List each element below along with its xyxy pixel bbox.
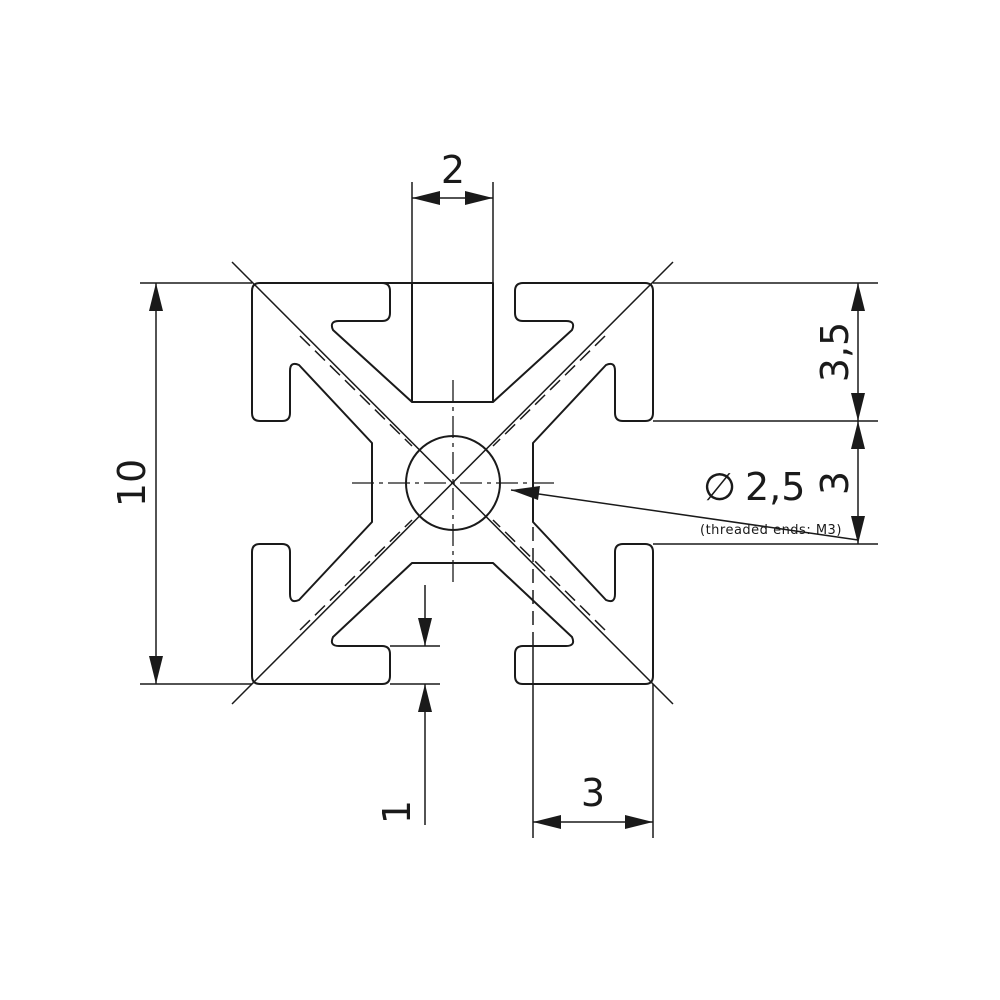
dim-slot-width-label: 2 [441, 148, 465, 192]
dim-center-band-label: 3 [813, 471, 857, 495]
hidden-lines [299, 335, 606, 640]
dim-corner-width: 3 [533, 771, 653, 829]
dim-center-band: 3 [813, 421, 865, 544]
dim-wall-thickness: 1 [375, 585, 432, 825]
dim-slot-width: 2 [412, 148, 493, 205]
center-bore [405, 435, 501, 531]
diameter-symbol: ∅ [703, 465, 736, 509]
dim-overall-height-label: 10 [110, 459, 154, 507]
dim-corner-width-label: 3 [581, 771, 605, 815]
center-lines [352, 380, 555, 585]
extension-lines [140, 182, 878, 838]
dim-top-offset-label: 3,5 [813, 322, 857, 382]
dim-bore-diameter: ∅ 2,5 (threaded ends: M3) [510, 465, 859, 541]
dim-top-offset: 3,5 [813, 283, 865, 421]
dim-bore-diameter-label: 2,5 [745, 465, 805, 509]
profile-outline [251, 282, 654, 685]
dim-wall-thickness-label: 1 [375, 800, 419, 824]
dim-overall-height: 10 [110, 283, 163, 684]
bore-note: (threaded ends: M3) [700, 523, 842, 538]
